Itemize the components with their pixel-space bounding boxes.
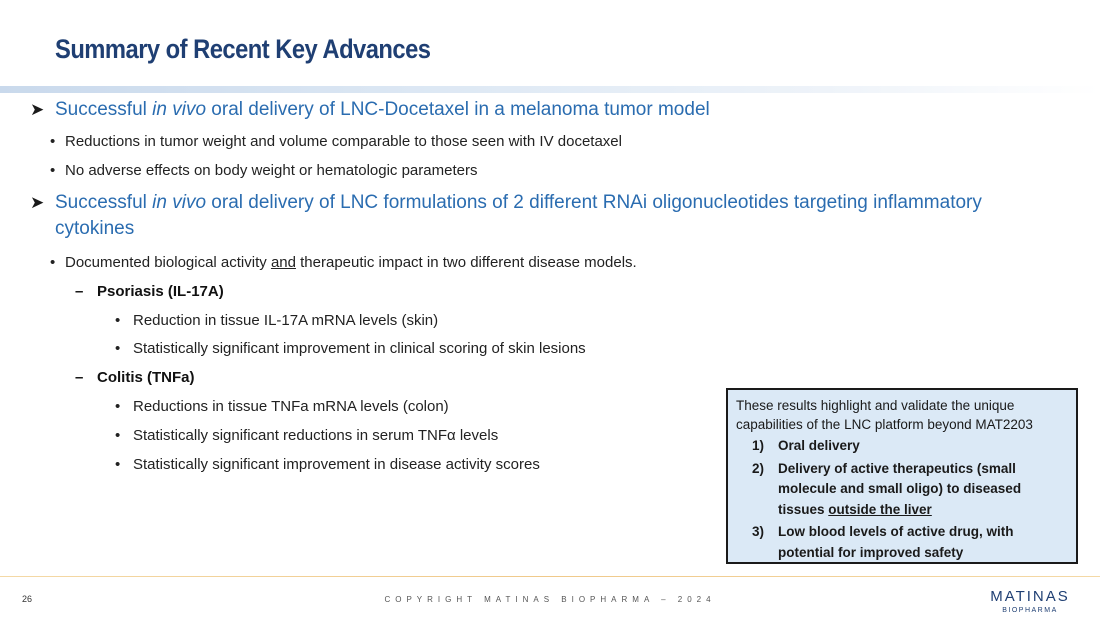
list-item: •Statistically significant reductions in… <box>115 427 499 444</box>
list-item: •No adverse effects on body weight or he… <box>50 162 478 179</box>
matinas-logo: MATINAS BIOPHARMA <box>985 588 1075 615</box>
bullet-dot-icon: • <box>115 427 121 444</box>
callout-item: 1)Oral delivery <box>752 438 860 453</box>
list-item: •Statistically significant improvement i… <box>115 340 586 357</box>
bullet-dot-icon: • <box>115 312 121 329</box>
callout-intro: These results highlight and validate the… <box>736 398 1033 432</box>
dash-bullet-icon: – <box>75 369 84 386</box>
page-number: 26 <box>22 594 33 604</box>
list-item: •Reductions in tumor weight and volume c… <box>50 133 622 150</box>
logo-subtitle: BIOPHARMA <box>1002 607 1058 614</box>
logo-wordmark: MATINAS <box>990 588 1070 605</box>
bullet-dot-icon: • <box>50 133 56 150</box>
footer-divider <box>0 576 1100 577</box>
arrow-bullet-icon: ➤ <box>30 193 45 212</box>
dash-bullet-icon: – <box>75 283 84 300</box>
callout-list: 1)Oral delivery 2)Delivery of active the… <box>736 436 1068 563</box>
list-item: •Documented biological activity and ther… <box>50 254 637 271</box>
bullet-dot-icon: • <box>50 254 56 271</box>
arrow-bullet-icon: ➤ <box>30 100 45 119</box>
list-item: •Reductions in tissue TNFa mRNA levels (… <box>115 398 449 415</box>
bullet-dot-icon: • <box>115 456 121 473</box>
section2-heading: ➤ Successful in vivo oral delivery of LN… <box>30 192 982 239</box>
copyright-text: COPYRIGHT MATINAS BIOPHARMA – 2024 <box>384 595 716 604</box>
section1-heading: ➤ Successful in vivo oral delivery of LN… <box>30 97 1020 123</box>
list-item: •Statistically significant improvement i… <box>115 456 540 473</box>
bullet-dot-icon: • <box>115 398 121 415</box>
callout-box: These results highlight and validate the… <box>726 388 1078 564</box>
callout-item: 3)Low blood levels of active drug, with … <box>752 524 1014 560</box>
bullet-dot-icon: • <box>115 340 121 357</box>
title-underline-bar <box>0 86 1100 93</box>
callout-item: 2)Delivery of active therapeutics (small… <box>752 460 1022 517</box>
model-heading-colitis: –Colitis (TNFa) <box>75 369 195 386</box>
model-heading-psoriasis: –Psoriasis (IL-17A) <box>75 283 224 300</box>
slide-title: Summary of Recent Key Advances <box>55 34 431 64</box>
list-item: •Reduction in tissue IL-17A mRNA levels … <box>115 312 439 329</box>
bullet-dot-icon: • <box>50 162 56 179</box>
